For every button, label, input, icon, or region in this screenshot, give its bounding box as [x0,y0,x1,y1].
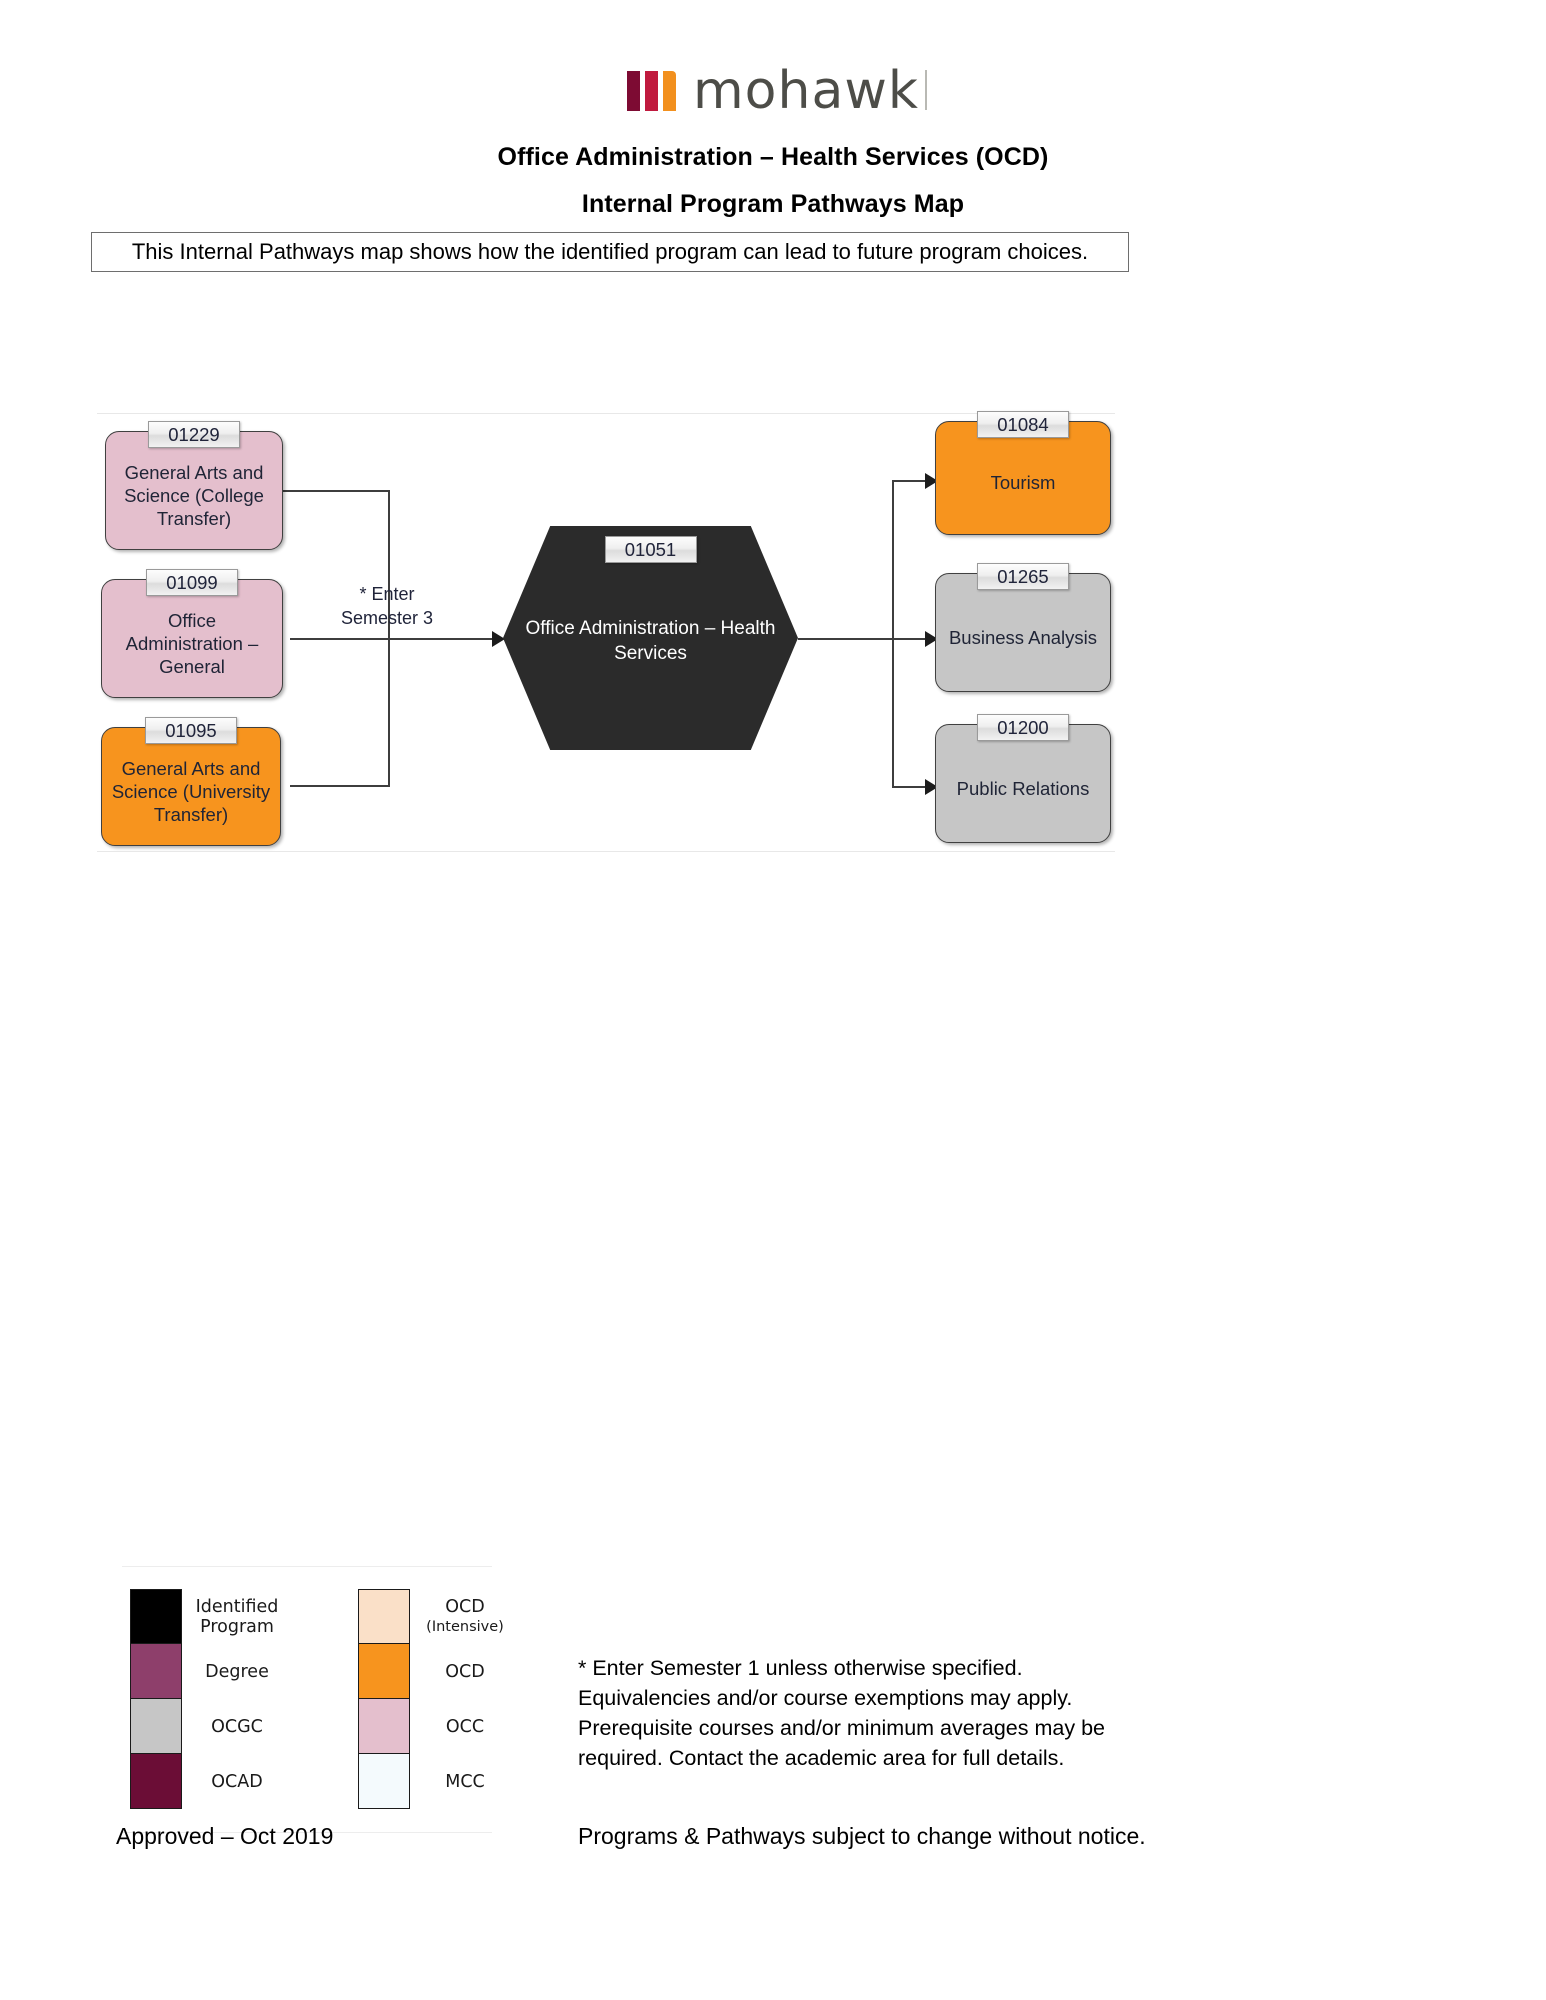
connector-trunk-to-hex [388,638,499,640]
node-label: Public Relations [956,777,1090,799]
hexagon-shape [503,526,798,750]
node-code-badge: 01084 [977,411,1069,438]
node-label: General Arts and Science (College Transf… [124,461,264,529]
legend-item: OCD [358,1644,520,1699]
legend-label: OCC [445,1716,485,1737]
connector-to-01200 [892,786,933,788]
node-code-badge: 01265 [977,563,1069,590]
node-label: Office Administration – General [125,609,259,677]
page-subtitle: Internal Program Pathways Map [581,190,965,218]
subject-to-change-text: Programs & Pathways subject to change wi… [578,1823,1146,1849]
node-incoming-01229[interactable]: 01229 General Arts and Science (College … [105,421,283,550]
legend-swatch [358,1699,410,1754]
arrowhead-to-hex [492,631,505,647]
legend-item: MCC [358,1754,520,1809]
arrowhead-01084 [925,473,938,489]
brand-logo: mohawk [0,61,1546,121]
legend-swatch [130,1754,182,1809]
legend-item: OCAD [130,1754,292,1809]
legend-item: OCGC [130,1699,292,1754]
legend-label: OCD (Intensive) [410,1597,520,1637]
node-label: General Arts and Science (University Tra… [111,757,271,825]
node-outgoing-01200[interactable]: 01200 Public Relations [935,714,1111,843]
node-outgoing-01265[interactable]: 01265 Business Analysis [935,563,1111,692]
node-label: Business Analysis [948,626,1098,648]
connector-trunk-right [892,480,894,787]
node-incoming-01095[interactable]: 01095 General Arts and Science (Universi… [101,717,281,846]
arrowhead-01200 [925,779,938,795]
connector-01099 [290,638,389,640]
legend-label-main: OCD [445,1596,485,1617]
legend: Identified Program Degree OCGC OCAD OCD … [122,1566,504,1833]
legend-swatch [358,1754,410,1809]
enter-semester-note: * Enter Semester 3 [340,584,434,628]
node-code-badge: 01051 [604,536,697,563]
node-code-badge: 01229 [148,421,240,448]
connector-01095 [290,785,389,787]
logo-bar-2 [645,71,659,111]
pathways-diagram: 01229 General Arts and Science (College … [97,411,1115,852]
legend-swatch [130,1699,182,1754]
node-outgoing-01084[interactable]: 01084 Tourism [935,411,1111,535]
page-title: Office Administration – Health Services … [497,143,1049,171]
legend-swatch [358,1589,410,1644]
approved-date: Approved – Oct 2019 [116,1823,334,1849]
legend-label: OCD [445,1661,485,1682]
description-box: This Internal Pathways map shows how the… [91,232,1129,272]
connector-to-01265 [892,638,933,640]
node-identified-01051[interactable]: 01051 Office Administration – Health Ser… [503,526,798,750]
description-text: This Internal Pathways map shows how the… [131,239,1089,264]
node-incoming-01099[interactable]: 01099 Office Administration – General [101,569,283,698]
legend-item: Degree [130,1644,292,1699]
legend-label: Identified Program [195,1596,279,1637]
node-label: Office Administration – Health Services [525,618,776,664]
node-code-badge: 01095 [145,717,237,744]
legend-label: MCC [445,1771,485,1792]
legend-swatch [358,1644,410,1699]
node-code-badge: 01099 [146,569,238,596]
connector-to-01084 [892,480,933,482]
logo-bar-3 [663,71,677,111]
legend-item: Identified Program [130,1589,292,1644]
legend-label: Degree [205,1661,269,1682]
node-code-badge: 01200 [977,714,1069,741]
connector-hex-out [798,638,893,640]
legend-swatch [130,1589,182,1644]
legend-label: OCAD [211,1771,263,1792]
legend-column-left: Identified Program Degree OCGC OCAD [130,1589,292,1809]
connector-01229 [283,490,389,492]
footnote-text: * Enter Semester 1 unless otherwise spec… [578,1656,1105,1770]
legend-item: OCD (Intensive) [358,1589,520,1644]
logo-bars-icon [627,71,677,111]
legend-label: OCGC [211,1716,263,1737]
legend-swatch [130,1644,182,1699]
logo-bar-1 [627,71,641,111]
legend-label-sub: (Intensive) [426,1618,504,1635]
logo-wordmark: mohawk [693,61,927,121]
arrowhead-01265 [925,631,938,647]
legend-column-right: OCD (Intensive) OCD OCC MCC [358,1589,520,1809]
node-label: Tourism [990,472,1056,493]
legend-item: OCC [358,1699,520,1754]
